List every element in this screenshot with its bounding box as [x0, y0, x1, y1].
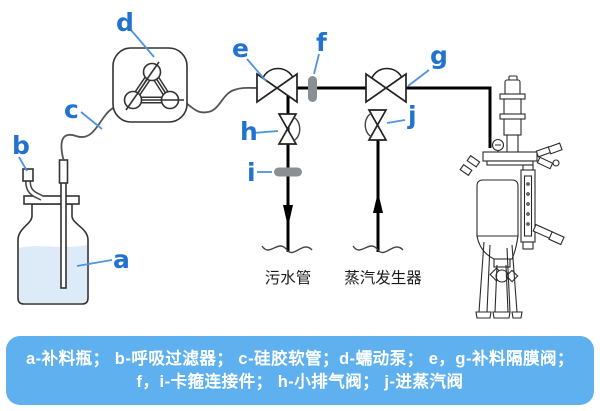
sight-glass-mark — [526, 182, 530, 186]
sight-glass-inner — [523, 175, 533, 237]
reactor-side-nozzle-1 — [532, 223, 554, 240]
sewage-pipe-text: 污水管 — [265, 269, 312, 287]
reactor-leg-right — [506, 244, 518, 313]
leader-b — [18, 156, 28, 172]
leader-f — [313, 53, 320, 75]
reactor-lid-ring — [486, 160, 534, 166]
leader-d — [130, 29, 155, 58]
reactor-foot-left — [475, 311, 492, 319]
reactor-lid-port-right-2 — [547, 142, 563, 155]
sight-glass-bottom-cap — [522, 241, 534, 250]
legend-panel: a-补料瓶； b-呼吸过滤器； c-硅胶软管；d-蠕动泵； e，g-补料隔膜阀；… — [6, 336, 594, 405]
valve-j-body — [367, 109, 388, 141]
dip-tube-collar — [58, 159, 69, 184]
label-c: c — [64, 95, 79, 124]
label-h: h — [240, 117, 258, 146]
bioreactor — [459, 75, 565, 319]
leader-a — [76, 259, 113, 267]
pipe-break-left — [261, 245, 313, 254]
leader-lines — [18, 29, 430, 267]
label-e: e — [232, 34, 249, 63]
pipe-break-right — [352, 245, 404, 254]
small-vent-valve-h — [277, 113, 301, 145]
legend-line-1: a-补料瓶； b-呼吸过滤器； c-硅胶软管；d-蠕动泵； e，g-补料隔膜阀； — [26, 349, 574, 368]
reactor-motor-cap — [504, 79, 521, 96]
feed-bottle — [17, 159, 89, 305]
pump-housing — [112, 47, 188, 123]
legend-line-2: f，i-卡箍连接件； h-小排气阀； j-进蒸汽阀 — [136, 372, 464, 391]
sight-glass-mark — [526, 212, 530, 216]
valve-e-body — [256, 72, 298, 104]
feed-diaphragm-valve-e — [256, 67, 298, 104]
pump-rotor-arms — [131, 70, 172, 101]
reactor-lid-port-left-1 — [466, 154, 481, 168]
bottle-liquid — [19, 245, 87, 303]
reactor-vessel-body — [476, 179, 519, 237]
label-g: g — [430, 41, 448, 70]
valve-j-arc — [364, 112, 373, 138]
steam-generator-text: 蒸汽发生器 — [344, 269, 422, 287]
label-j: j — [407, 101, 417, 130]
pipe-network — [286, 86, 492, 252]
reactor-foot-right — [511, 311, 523, 319]
filter-elbow-inner — [26, 180, 43, 200]
label-i: i — [247, 158, 256, 187]
reactor-leg-center — [494, 264, 509, 313]
flow-arrow-up — [373, 192, 383, 213]
breathing-filter — [22, 168, 44, 201]
label-f: f — [316, 28, 328, 57]
reactor-foot-center — [492, 311, 511, 319]
reactor-lid-port-right-3 — [536, 156, 554, 170]
valve-h-arc — [292, 116, 301, 142]
clamp-connector-f — [308, 76, 317, 102]
reactor-motor-stems — [506, 135, 519, 152]
reactor-side-nozzle-2 — [548, 231, 565, 246]
reactor-bottom-port — [493, 258, 511, 268]
label-a: a — [113, 245, 130, 274]
pump-roller-slots — [125, 61, 184, 111]
leader-j — [386, 119, 406, 124]
label-d: d — [116, 8, 134, 37]
leader-h — [252, 130, 279, 134]
label-b: b — [12, 131, 30, 160]
leader-e — [246, 58, 267, 82]
feed-diaphragm-valve-g — [365, 67, 407, 104]
reactor-lid-port-left-2 — [459, 163, 473, 177]
component-labels: a b c d e f g h i j — [12, 8, 448, 274]
reactor-lid-flange — [482, 151, 538, 162]
sight-glass-mark — [526, 202, 530, 206]
clamp-connector-i — [274, 167, 302, 177]
reactor-motor-band-1 — [499, 93, 526, 100]
valve-g-body — [365, 72, 407, 104]
reactor-lid-nut — [552, 159, 560, 167]
peristaltic-pump — [112, 47, 188, 123]
sight-glass-mark — [526, 192, 530, 196]
bottle-cap — [23, 195, 80, 205]
pipe-g-to-reactor — [406, 86, 492, 148]
dip-tube — [60, 181, 67, 289]
reactor-motor-band-2 — [499, 113, 526, 120]
steam-inlet-valve-j — [364, 109, 388, 141]
piping-diagram: 污水管 蒸汽发生器 — [12, 8, 565, 319]
silicone-tubing-out — [185, 86, 258, 114]
filter-cartridge — [22, 168, 34, 182]
leader-g — [407, 69, 430, 87]
reactor-leg-left — [478, 241, 491, 313]
valve-h-body — [277, 113, 298, 145]
sight-glass-mark — [526, 222, 530, 226]
silicone-tubing-in — [60, 105, 118, 161]
flow-arrow-down — [283, 205, 293, 227]
leader-c — [80, 111, 103, 130]
